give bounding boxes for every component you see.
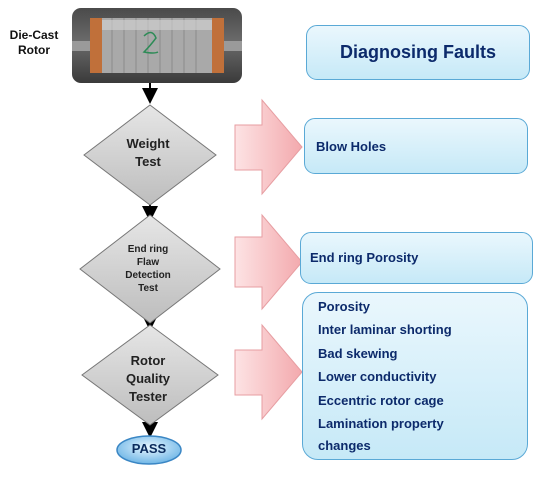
pass-ellipse bbox=[116, 435, 182, 465]
diamond-endring-test bbox=[79, 214, 221, 324]
rotor-label: Die-Cast Rotor bbox=[2, 28, 66, 58]
endring-test-label: End ring Flaw Detection Test bbox=[100, 243, 196, 295]
endring-test-line1: End ring bbox=[127, 244, 169, 255]
endring-test-line2: Flaw bbox=[136, 257, 160, 268]
fault-porosity: Porosity bbox=[318, 299, 371, 314]
fault-bad-skewing: Bad skewing bbox=[318, 346, 398, 361]
pass-label: PASS bbox=[131, 441, 167, 456]
rotor-label-line2: Rotor bbox=[18, 43, 50, 57]
weight-test-line1: Weight bbox=[126, 136, 170, 151]
fault-lamination-changes: changes bbox=[318, 438, 371, 453]
quality-tester-line3: Tester bbox=[128, 389, 168, 404]
fault-inter-laminar-shorting: Inter laminar shorting bbox=[318, 322, 452, 337]
endring-test-line4: Test bbox=[138, 283, 158, 294]
fault-lamination-property: Lamination property bbox=[318, 416, 444, 431]
quality-tester-label: Rotor Quality Tester bbox=[100, 352, 196, 406]
quality-tester-line1: Rotor bbox=[130, 353, 166, 368]
block-arrow-3 bbox=[234, 323, 303, 421]
quality-tester-line2: Quality bbox=[125, 371, 171, 386]
rotor-photo bbox=[72, 8, 242, 83]
diamond-weight-test bbox=[83, 104, 217, 206]
rotor-label-line1: Die-Cast bbox=[9, 28, 59, 42]
block-arrow-2 bbox=[234, 213, 303, 311]
endring-test-line3: Detection bbox=[125, 270, 171, 281]
fault-endring-porosity: End ring Porosity bbox=[310, 250, 419, 265]
fault-lower-conductivity: Lower conductivity bbox=[318, 369, 437, 384]
fault-box-endring bbox=[300, 232, 533, 284]
fault-box-weight bbox=[304, 118, 528, 174]
block-arrow-1 bbox=[234, 98, 303, 196]
fault-box-quality bbox=[302, 292, 528, 460]
fault-eccentric-rotor-cage: Eccentric rotor cage bbox=[318, 393, 444, 408]
weight-test-label: Weight Test bbox=[100, 135, 196, 171]
header-title: Diagnosing Faults bbox=[339, 42, 496, 62]
weight-test-line2: Test bbox=[135, 154, 161, 169]
diamond-quality-tester bbox=[81, 324, 219, 426]
header-box bbox=[306, 25, 530, 80]
fault-blow-holes: Blow Holes bbox=[316, 139, 387, 154]
